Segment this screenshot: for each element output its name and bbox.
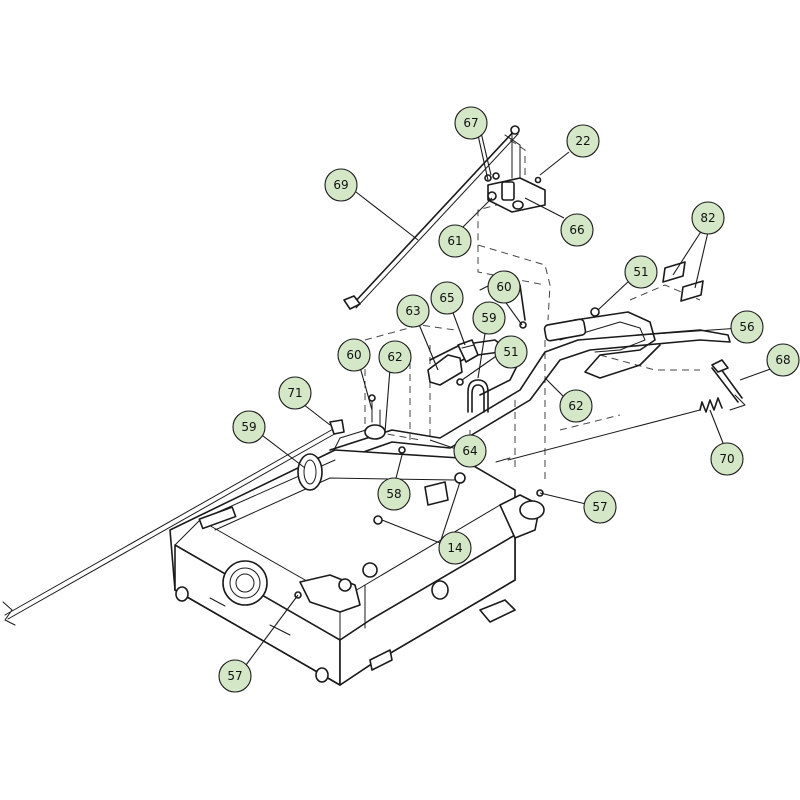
chassis-deck xyxy=(169,449,516,686)
callout-65-label: 65 xyxy=(439,291,454,305)
callout-61-label: 61 xyxy=(447,234,462,248)
callout-67-label: 67 xyxy=(463,116,478,130)
tube-collar xyxy=(332,399,386,459)
callout-51-lower[interactable]: 51 xyxy=(494,335,528,369)
handlebar xyxy=(329,274,731,463)
plates-82 xyxy=(662,261,704,302)
callout-71-label: 71 xyxy=(287,386,302,400)
callout-62-right-label: 62 xyxy=(568,399,583,413)
callout-60-right[interactable]: 60 xyxy=(487,270,521,304)
callout-64-label: 64 xyxy=(462,444,477,458)
callout-61[interactable]: 61 xyxy=(438,224,472,258)
callout-66-label: 66 xyxy=(569,223,584,237)
callout-68[interactable]: 68 xyxy=(766,343,800,377)
deck-right-bracket xyxy=(499,489,545,539)
callout-51-lower-label: 51 xyxy=(503,345,518,359)
left-cable xyxy=(2,419,345,626)
callout-22[interactable]: 22 xyxy=(566,124,600,158)
callout-69-label: 69 xyxy=(333,178,348,192)
callout-14[interactable]: 14 xyxy=(438,531,472,565)
callout-60-left-label: 60 xyxy=(346,348,361,362)
callout-69[interactable]: 69 xyxy=(324,168,358,202)
callout-82[interactable]: 82 xyxy=(691,201,725,235)
callout-60-left[interactable]: 60 xyxy=(337,338,371,372)
callout-64[interactable]: 64 xyxy=(453,434,487,468)
callout-59-lower-label: 59 xyxy=(241,420,256,434)
callout-68-label: 68 xyxy=(775,353,790,367)
callout-57-left-label: 57 xyxy=(227,669,242,683)
callout-56[interactable]: 56 xyxy=(730,310,764,344)
callout-65[interactable]: 65 xyxy=(430,281,464,315)
callout-51-upper-label: 51 xyxy=(633,265,648,279)
callouts: 67 22 69 61 66 82 51 60 xyxy=(218,106,800,693)
callout-82-label: 82 xyxy=(700,211,715,225)
clamp-63 xyxy=(427,354,463,386)
callout-59-upper-label: 59 xyxy=(481,311,496,325)
callout-51-upper[interactable]: 51 xyxy=(624,255,658,289)
callout-57-right-label: 57 xyxy=(592,500,607,514)
callout-22-label: 22 xyxy=(575,134,590,148)
callout-59-lower[interactable]: 59 xyxy=(232,410,266,444)
spring-70 xyxy=(495,397,723,463)
callout-58-label: 58 xyxy=(386,487,401,501)
callout-14-label: 14 xyxy=(447,541,462,555)
callout-59-upper[interactable]: 59 xyxy=(472,301,506,335)
callout-57-right[interactable]: 57 xyxy=(583,490,617,524)
column-bracket xyxy=(484,129,546,213)
callout-63-label: 63 xyxy=(405,304,420,318)
callout-62-right[interactable]: 62 xyxy=(559,389,593,423)
callout-70[interactable]: 70 xyxy=(710,442,744,476)
clamp-65 xyxy=(457,339,479,363)
loop-handle-upper xyxy=(467,379,489,413)
callout-63[interactable]: 63 xyxy=(396,294,430,328)
loop-handle-lower xyxy=(297,453,323,491)
callout-71[interactable]: 71 xyxy=(278,376,312,410)
callout-62-left[interactable]: 62 xyxy=(378,340,412,374)
callout-58[interactable]: 58 xyxy=(377,477,411,511)
callout-62-left-label: 62 xyxy=(387,350,402,364)
callout-66[interactable]: 66 xyxy=(560,213,594,247)
callout-70-label: 70 xyxy=(719,452,734,466)
callout-57-left[interactable]: 57 xyxy=(218,659,252,693)
callout-60-right-label: 60 xyxy=(496,280,511,294)
leader-lines xyxy=(245,123,777,666)
lever-68 xyxy=(711,359,746,411)
callout-67[interactable]: 67 xyxy=(454,106,488,140)
callout-56-label: 56 xyxy=(739,320,754,334)
